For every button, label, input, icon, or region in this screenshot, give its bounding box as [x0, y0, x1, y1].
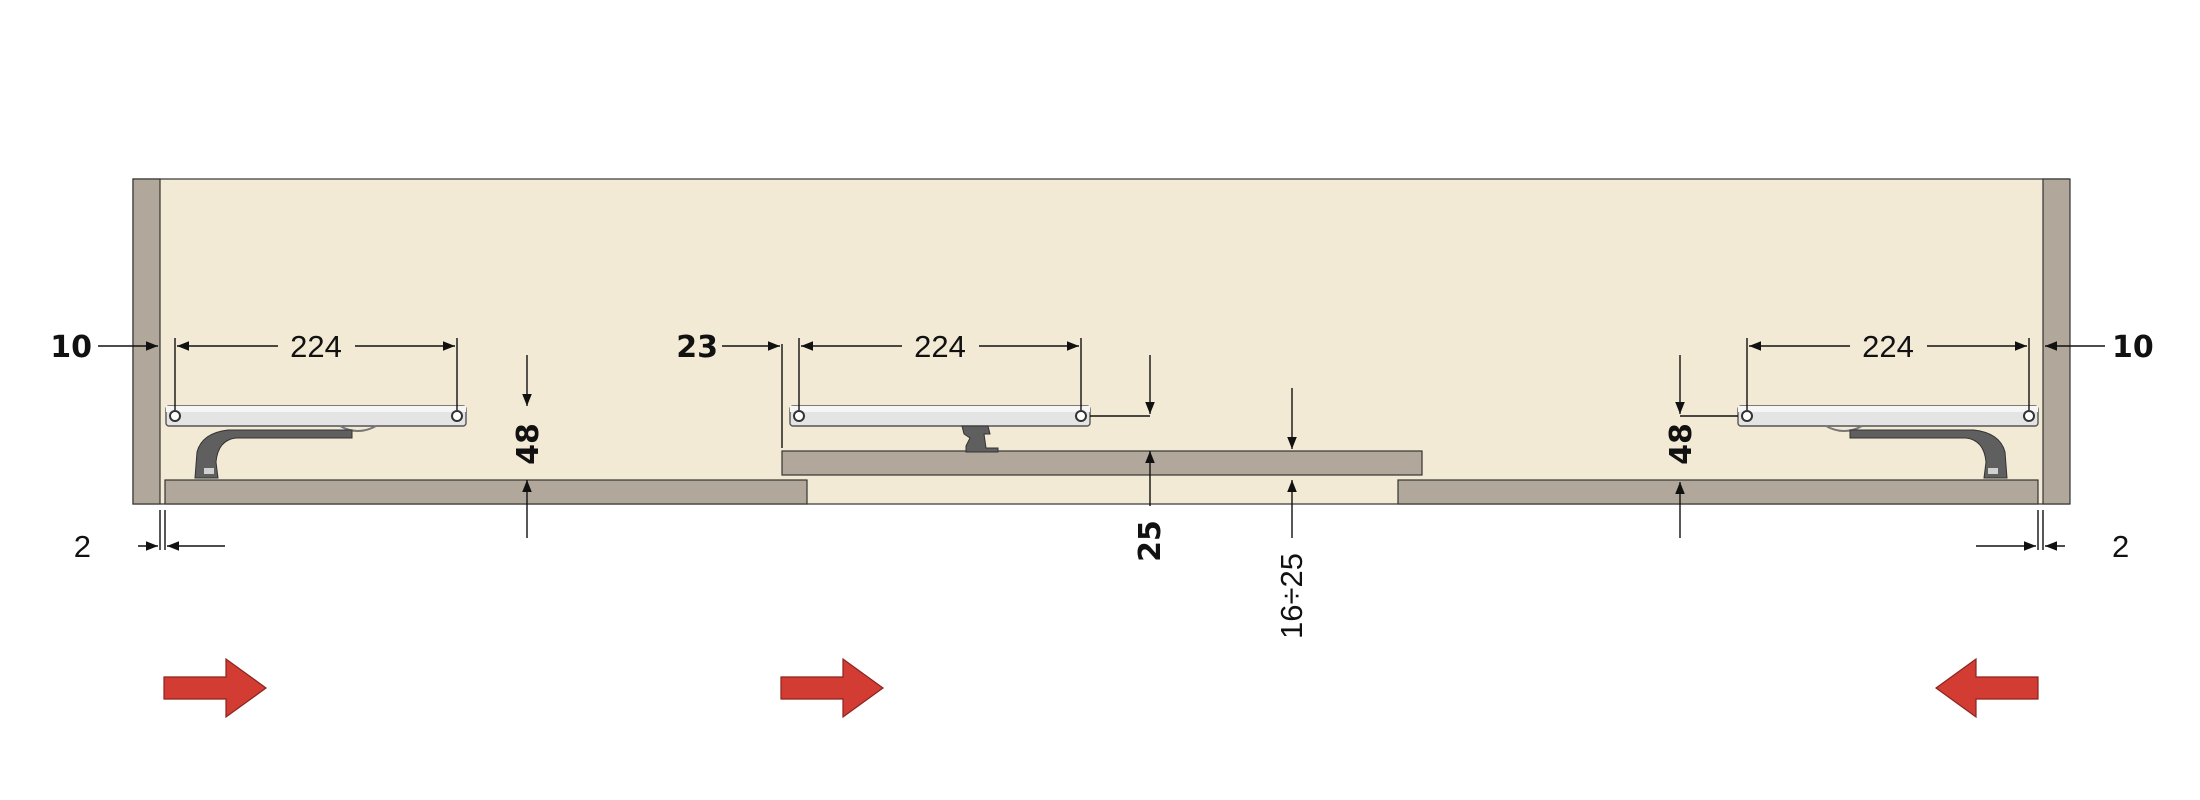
dim-hole-spacing-center: 224	[914, 329, 966, 364]
dim-hole-spacing-left: 224	[290, 329, 342, 364]
track-rail-left	[165, 405, 467, 432]
door-right	[1397, 479, 2039, 505]
arrow-left-icon	[1934, 657, 2039, 719]
bracket-left	[194, 429, 353, 479]
dim-side-left: 10	[50, 330, 92, 365]
bracket-center	[961, 425, 999, 453]
dim-gap-left: 2	[74, 529, 91, 564]
dim-gap-right: 2	[2112, 529, 2129, 564]
dim-thickness-range: 16÷25	[1274, 553, 1309, 639]
right-side-panel	[2042, 178, 2071, 505]
track-rail-center	[789, 405, 1091, 427]
dim-hole-spacing-right: 224	[1862, 329, 1914, 364]
arrow-right-icon	[780, 657, 885, 719]
left-side-panel	[132, 178, 161, 505]
bracket-right	[1849, 429, 2008, 479]
door-center	[781, 450, 1423, 476]
dim-offset-center: 23	[676, 330, 718, 365]
track-rail-right	[1737, 405, 2039, 432]
dim-door-offset: 25	[1133, 520, 1168, 562]
dim-height-left: 48	[511, 423, 546, 465]
door-left	[164, 479, 808, 505]
dim-height-right: 48	[1664, 423, 1699, 465]
arrow-right-icon	[163, 657, 268, 719]
dim-side-right: 10	[2112, 330, 2154, 365]
